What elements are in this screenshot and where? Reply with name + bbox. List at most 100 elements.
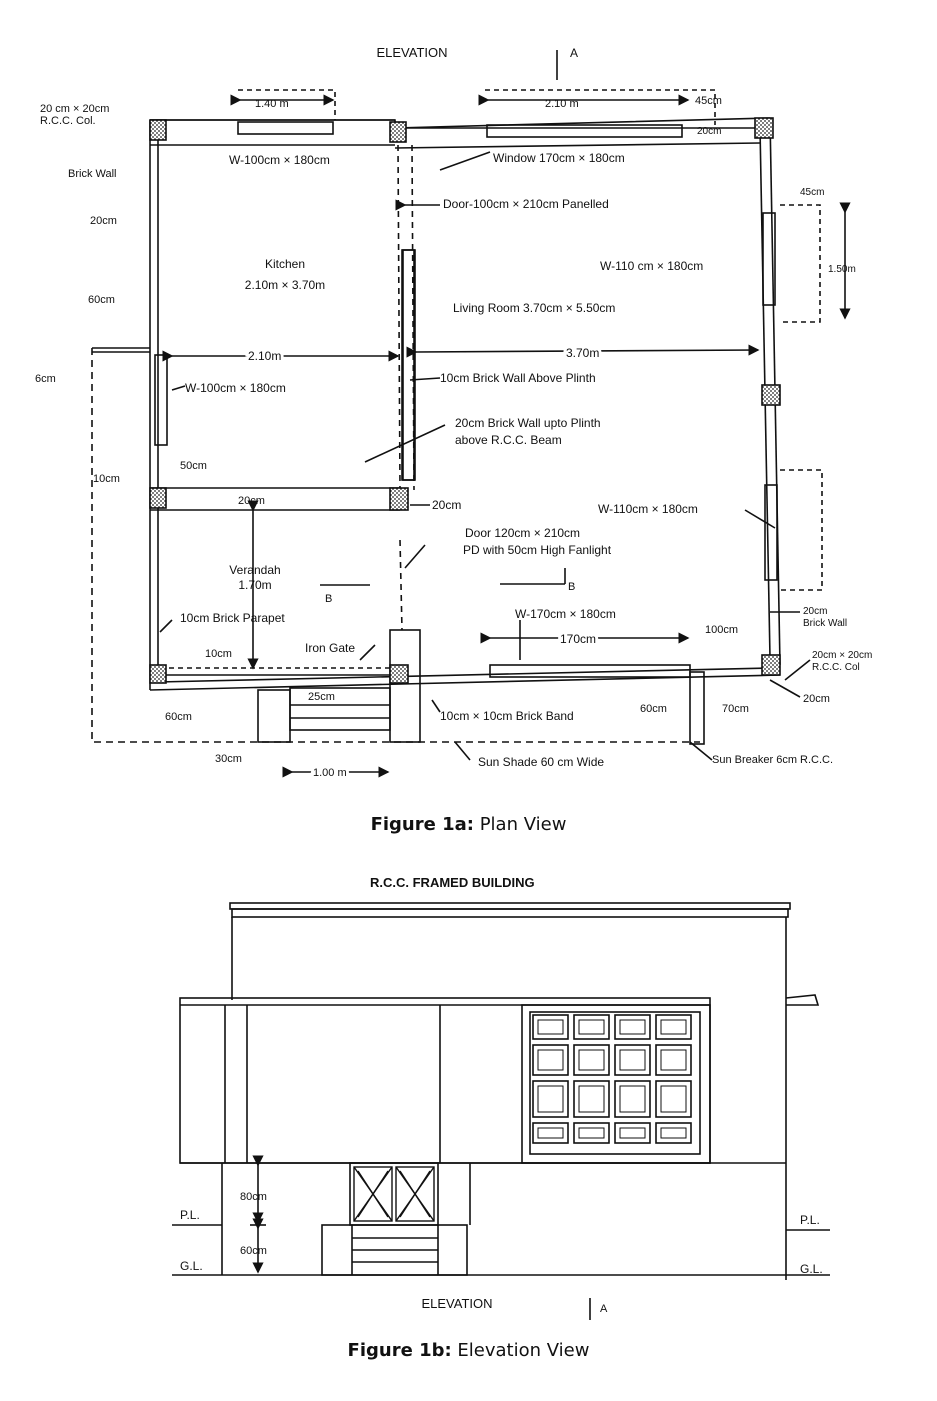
iron-gate-label: Iron Gate xyxy=(305,641,355,655)
pl-left: P.L. xyxy=(180,1208,200,1222)
verandah-label: Verandah xyxy=(229,563,280,577)
window-pane xyxy=(532,1080,569,1118)
window-pane-inner xyxy=(619,1019,646,1035)
dim-60cm-bottom: 60cm xyxy=(640,703,667,715)
parapet-label: 10cm Brick Parapet xyxy=(180,611,285,625)
window-pane-inner xyxy=(578,1127,605,1139)
window-right-1: W-110 cm × 180cm xyxy=(600,259,703,273)
brick-wall-right-2: Brick Wall xyxy=(803,618,847,629)
dim-2-10m-kitchen: 2.10m xyxy=(248,349,281,363)
dim-10cm-left: 10cm xyxy=(93,473,120,485)
rcc-col-label-2: R.C.C. Col. xyxy=(40,115,96,127)
window-kitchen-left: W-100cm × 180cm xyxy=(185,381,286,395)
window-pane xyxy=(614,1122,651,1144)
dim-10cm-bottom: 10cm xyxy=(205,648,232,660)
door-120-label-1: Door 120cm × 210cm xyxy=(465,526,580,540)
section-marker-b-right: B xyxy=(568,581,575,593)
window-pane-inner xyxy=(619,1049,646,1071)
window-right-2: W-110cm × 180cm xyxy=(598,502,698,516)
window-pane xyxy=(614,1080,651,1118)
gate-diagonal xyxy=(399,1170,431,1218)
window-pane-inner xyxy=(537,1049,564,1071)
dim-3-70m: 3.70m xyxy=(566,346,599,360)
dim-20cm-top: 20cm xyxy=(697,126,721,137)
dim-25cm: 25cm xyxy=(308,691,335,703)
window-panes xyxy=(532,1014,692,1144)
wall-20cm-label-1: 20cm Brick Wall upto Plinth xyxy=(455,416,601,430)
window-pane xyxy=(573,1014,610,1040)
window-pane-inner xyxy=(537,1085,564,1113)
rcc-col-right-1: 20cm × 20cm xyxy=(812,650,872,661)
caption-figure-1a: Figure 1a: Plan View xyxy=(0,814,937,835)
gate-diagonal xyxy=(357,1170,389,1218)
rcc-col-right-2: R.C.C. Col xyxy=(812,662,860,673)
dim-1-00m: 1.00 m xyxy=(313,767,347,779)
dim-100cm: 100cm xyxy=(705,624,738,636)
dim-2-10m: 2.10 m xyxy=(545,98,579,110)
window-pane xyxy=(573,1080,610,1118)
elevation-marker-a: A xyxy=(600,1303,608,1315)
window-pane xyxy=(614,1044,651,1076)
window-pane-inner xyxy=(619,1085,646,1113)
window-pane-inner xyxy=(578,1049,605,1071)
window-pane xyxy=(655,1014,692,1040)
section-marker-b-left: B xyxy=(325,593,332,605)
dim-6cm: 6cm xyxy=(35,373,56,385)
dim-70cm: 70cm xyxy=(722,703,749,715)
caption-1a-text: Plan View xyxy=(473,814,567,835)
window-pane xyxy=(532,1014,569,1040)
window-pane xyxy=(655,1122,692,1144)
wall-20cm-label-2: above R.C.C. Beam xyxy=(455,433,562,447)
pl-right: P.L. xyxy=(800,1213,820,1227)
plan-title: ELEVATION xyxy=(376,45,447,60)
sun-shade-label: Sun Shade 60 cm Wide xyxy=(478,755,604,769)
sun-breaker-label: Sun Breaker 6cm R.C.C. xyxy=(712,754,833,766)
dim-20cm-right: 20cm xyxy=(803,693,830,705)
gate-leaf xyxy=(395,1166,435,1222)
door-panelled: Door-100cm × 210cm Panelled xyxy=(443,197,609,211)
kitchen-label: Kitchen xyxy=(265,257,305,271)
brick-wall-label: Brick Wall xyxy=(68,168,116,180)
window-pane xyxy=(532,1044,569,1076)
dim-170cm: 170cm xyxy=(560,632,596,646)
gate-leaf xyxy=(353,1166,393,1222)
window-pane-inner xyxy=(578,1085,605,1113)
dim-80cm: 80cm xyxy=(240,1191,267,1203)
window-bottom: W-170cm × 180cm xyxy=(515,607,616,621)
caption-1b-text: Elevation View xyxy=(451,1340,590,1361)
window-pane-inner xyxy=(578,1019,605,1035)
window-pane-inner xyxy=(537,1127,564,1139)
window-pane xyxy=(614,1014,651,1040)
window-living-top: Window 170cm × 180cm xyxy=(493,151,625,165)
elevation-view xyxy=(172,902,830,1320)
dim-45cm-top: 45cm xyxy=(695,95,722,107)
window-pane-inner xyxy=(660,1127,687,1139)
dim-20cm-left: 20cm xyxy=(90,215,117,227)
dim-45cm-right: 45cm xyxy=(800,187,824,198)
window-pane-inner xyxy=(660,1019,687,1035)
window-pane xyxy=(573,1122,610,1144)
rcc-col-label-1: 20 cm × 20cm xyxy=(40,103,109,115)
gl-left: G.L. xyxy=(180,1259,203,1273)
plan-labels: ELEVATION A 20 cm × 20cm R.C.C. Col. Bri… xyxy=(35,45,872,782)
window-pane xyxy=(655,1080,692,1118)
caption-figure-1b: Figure 1b: Elevation View xyxy=(0,1340,937,1361)
window-kitchen-top: W-100cm × 180cm xyxy=(229,153,330,167)
caption-1a-bold: Figure 1a: xyxy=(370,814,474,835)
dim-1-50m: 1.50m xyxy=(828,264,856,275)
dim-50cm: 50cm xyxy=(180,460,207,472)
elevation-bottom-label: ELEVATION xyxy=(421,1296,492,1311)
window-pane-inner xyxy=(660,1085,687,1113)
window-pane-inner xyxy=(619,1127,646,1139)
dim-60cm-left: 60cm xyxy=(88,294,115,306)
dim-20cm-col: 20cm xyxy=(432,498,461,512)
window-pane-inner xyxy=(660,1049,687,1071)
wall-10cm-label: 10cm Brick Wall Above Plinth xyxy=(440,371,596,385)
brick-band-label: 10cm × 10cm Brick Band xyxy=(440,709,574,723)
living-room-label: Living Room 3.70cm × 5.50cm xyxy=(453,301,615,315)
dim-60cm-bottom-left: 60cm xyxy=(165,711,192,723)
caption-1b-bold: Figure 1b: xyxy=(347,1340,452,1361)
elevation-title: R.C.C. FRAMED BUILDING xyxy=(370,875,535,890)
dim-30cm: 30cm xyxy=(215,753,242,765)
section-marker-a: A xyxy=(570,46,578,60)
